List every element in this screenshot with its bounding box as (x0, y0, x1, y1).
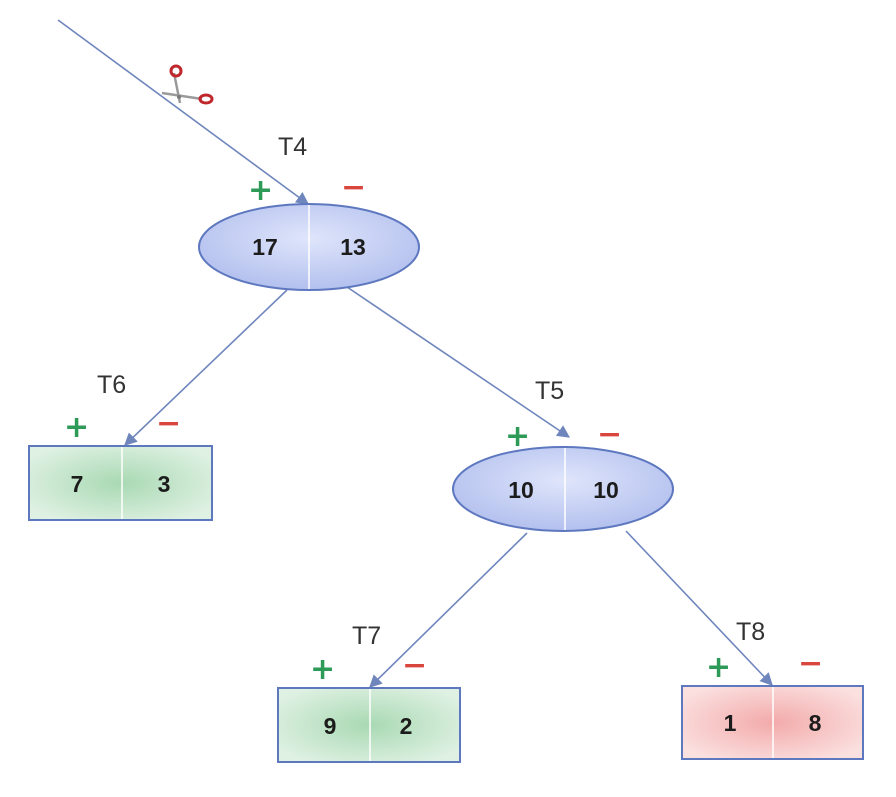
node-t4-right-count: 13 (340, 234, 366, 260)
node-t7-plus-sign: + (310, 652, 335, 687)
node-t5-plus-sign: + (505, 419, 530, 454)
node-t5: T5 + − 10 10 (452, 377, 674, 532)
node-t7-right-count: 2 (400, 713, 413, 739)
node-t8: T8 + − 1 8 (681, 618, 864, 760)
node-t8-right-count: 8 (809, 710, 822, 736)
node-t7-box (277, 687, 461, 763)
node-t4: T4 + − 17 13 (198, 133, 420, 291)
edge-root-t4 (57, 19, 310, 205)
node-t6-right-count: 3 (158, 471, 171, 497)
node-t6-left-count: 7 (71, 471, 84, 497)
edge-t5-t7 (369, 532, 528, 688)
node-t5-right-count: 10 (593, 477, 619, 503)
scissors-icon (161, 64, 214, 105)
node-t5-left-count: 10 (508, 477, 534, 503)
node-t6-minus-sign: − (156, 406, 181, 441)
node-t5-minus-sign: − (597, 417, 622, 452)
node-t4-left-count: 17 (252, 234, 278, 260)
node-t7: T7 + − 9 2 (277, 622, 461, 763)
node-t5-ellipse (452, 446, 674, 532)
node-t6-plus-sign: + (64, 410, 89, 445)
node-t8-plus-sign: + (706, 650, 731, 685)
node-t4-plus-sign: + (248, 173, 273, 208)
edge-t4-t6 (124, 289, 288, 446)
node-t7-minus-sign: − (402, 648, 427, 683)
node-t4-minus-sign: − (341, 170, 366, 205)
node-t6: T6 + − 7 3 (28, 371, 213, 521)
node-t6-box (28, 445, 213, 521)
node-t4-label: T4 (278, 133, 307, 161)
node-t8-label: T8 (736, 618, 765, 646)
node-t8-left-count: 1 (724, 710, 737, 736)
edges (57, 19, 773, 688)
edge-t5-t8 (625, 530, 773, 686)
node-t6-label: T6 (97, 371, 126, 399)
node-t5-label: T5 (535, 377, 564, 405)
edge-t4-t5 (346, 286, 571, 438)
node-t8-minus-sign: − (798, 646, 823, 681)
node-t7-label: T7 (352, 622, 381, 650)
node-t7-left-count: 9 (324, 713, 337, 739)
